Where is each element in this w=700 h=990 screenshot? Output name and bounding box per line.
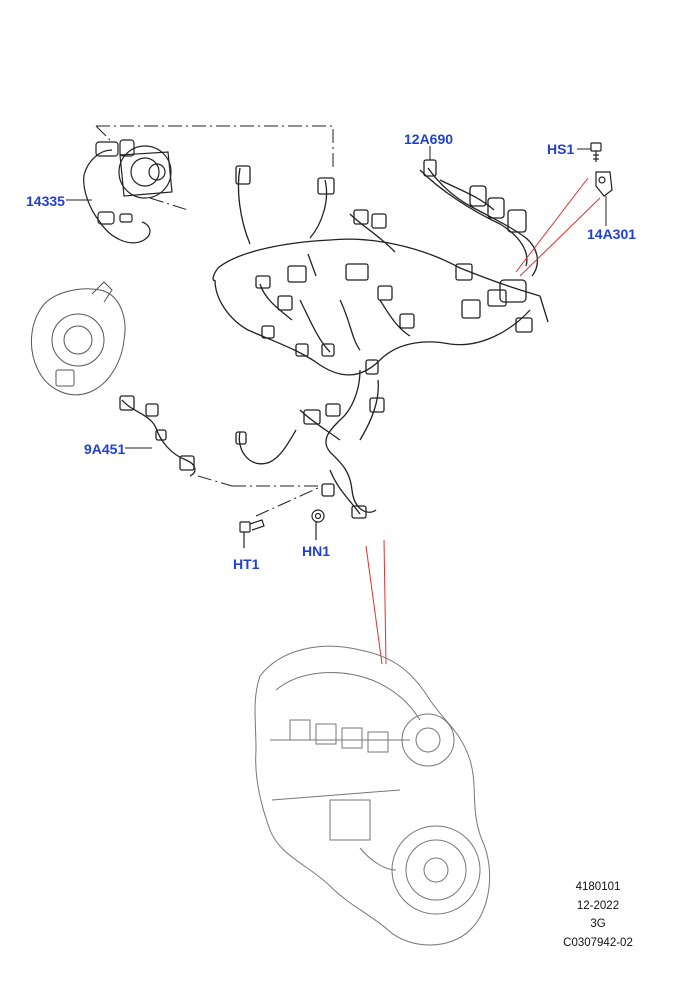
red-reference-lines — [365, 177, 601, 665]
reference-date: 12-2022 — [576, 899, 620, 912]
callout-HN1[interactable]: HN1 — [302, 543, 331, 559]
diagram-reference-block: 4180101 12-2022 3G C0307942-02 — [548, 878, 648, 952]
sensor-14335 — [83, 139, 173, 244]
bracket-14A301 — [595, 171, 613, 197]
reference-variant: 3G — [590, 918, 606, 930]
engine-wiring-harness — [212, 165, 549, 519]
callout-12A690[interactable]: 12A690 — [404, 131, 454, 147]
reference-illustration-id: C0307942-02 — [563, 936, 633, 949]
callout-leaders — [66, 146, 607, 449]
reference-code: 4180101 — [575, 881, 621, 893]
harness-12A690 — [423, 159, 538, 277]
alternator — [30, 281, 126, 396]
bolt-HS1 — [590, 142, 602, 162]
callout-HS1[interactable]: HS1 — [547, 141, 575, 157]
engine-block — [254, 645, 491, 946]
group-bracket-14335 — [95, 125, 334, 211]
callout-HT1[interactable]: HT1 — [233, 556, 260, 572]
callout-14A301[interactable]: 14A301 — [587, 226, 637, 242]
bolt-HT1 — [239, 519, 265, 548]
harness-9A451 — [119, 395, 196, 477]
nut-HN1 — [311, 509, 325, 540]
dashdot-link-9A451 — [197, 475, 319, 517]
callout-14335[interactable]: 14335 — [26, 193, 65, 209]
callout-9A451[interactable]: 9A451 — [84, 441, 126, 457]
